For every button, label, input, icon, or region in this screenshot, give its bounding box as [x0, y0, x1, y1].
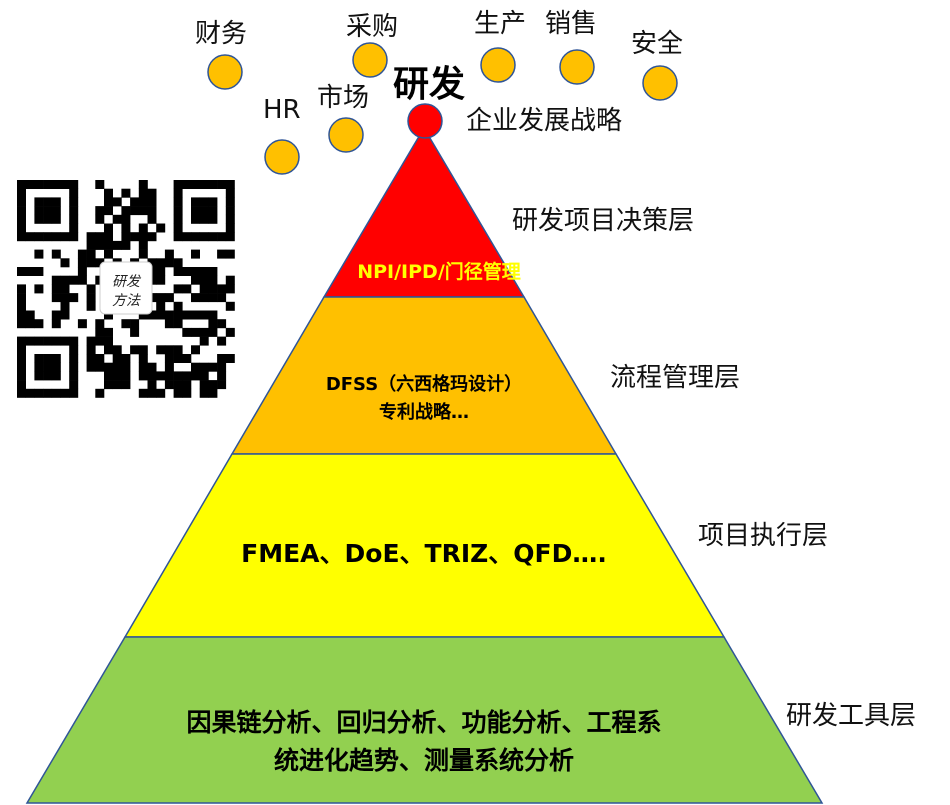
department-finance: 财务: [195, 19, 247, 90]
side-label-tools: 研发工具层: [786, 701, 916, 731]
layer-tools: [25, 636, 824, 804]
layer-process-text-2: 专利战略…: [379, 401, 469, 423]
rd-title: 研发: [393, 64, 465, 105]
rd-subtitle: 企业发展战略: [466, 106, 622, 136]
svg-text:研发: 研发: [112, 274, 142, 290]
layer-execution-text: FMEA、DoE、TRIZ、QFD….: [241, 539, 607, 568]
side-label-decision: 研发项目决策层: [512, 206, 694, 236]
svg-text:安全: 安全: [631, 29, 683, 59]
qr-logo: 研发 方法: [99, 261, 153, 315]
department-sales: 销售: [545, 9, 597, 85]
department-production: 生产: [474, 9, 526, 83]
svg-text:财务: 财务: [195, 19, 247, 49]
side-label-process: 流程管理层: [610, 363, 740, 393]
svg-text:方法: 方法: [112, 293, 141, 309]
layer-process-text-1: DFSS（六西格玛设计）: [326, 373, 522, 395]
svg-text:销售: 销售: [545, 9, 597, 39]
layer-tools-text-1: 因果链分析、回归分析、功能分析、工程系: [186, 708, 661, 737]
svg-text:市场: 市场: [317, 83, 369, 113]
layer-decision-text: NPI/IPD/门径管理: [357, 260, 521, 283]
svg-text:HR: HR: [263, 95, 301, 125]
layer-tools-text-2: 统进化趋势、测量系统分析: [274, 746, 574, 775]
department-purchasing: 采购: [346, 12, 398, 78]
svg-text:生产: 生产: [474, 9, 526, 39]
rd-center-circle: [407, 103, 443, 139]
department-safety: 安全: [631, 29, 683, 101]
qr-code: [17, 180, 235, 398]
svg-text:采购: 采购: [346, 12, 398, 42]
side-label-execution: 项目执行层: [698, 521, 828, 551]
department-hr: HR: [263, 95, 301, 175]
department-marketing: 市场: [317, 83, 369, 153]
